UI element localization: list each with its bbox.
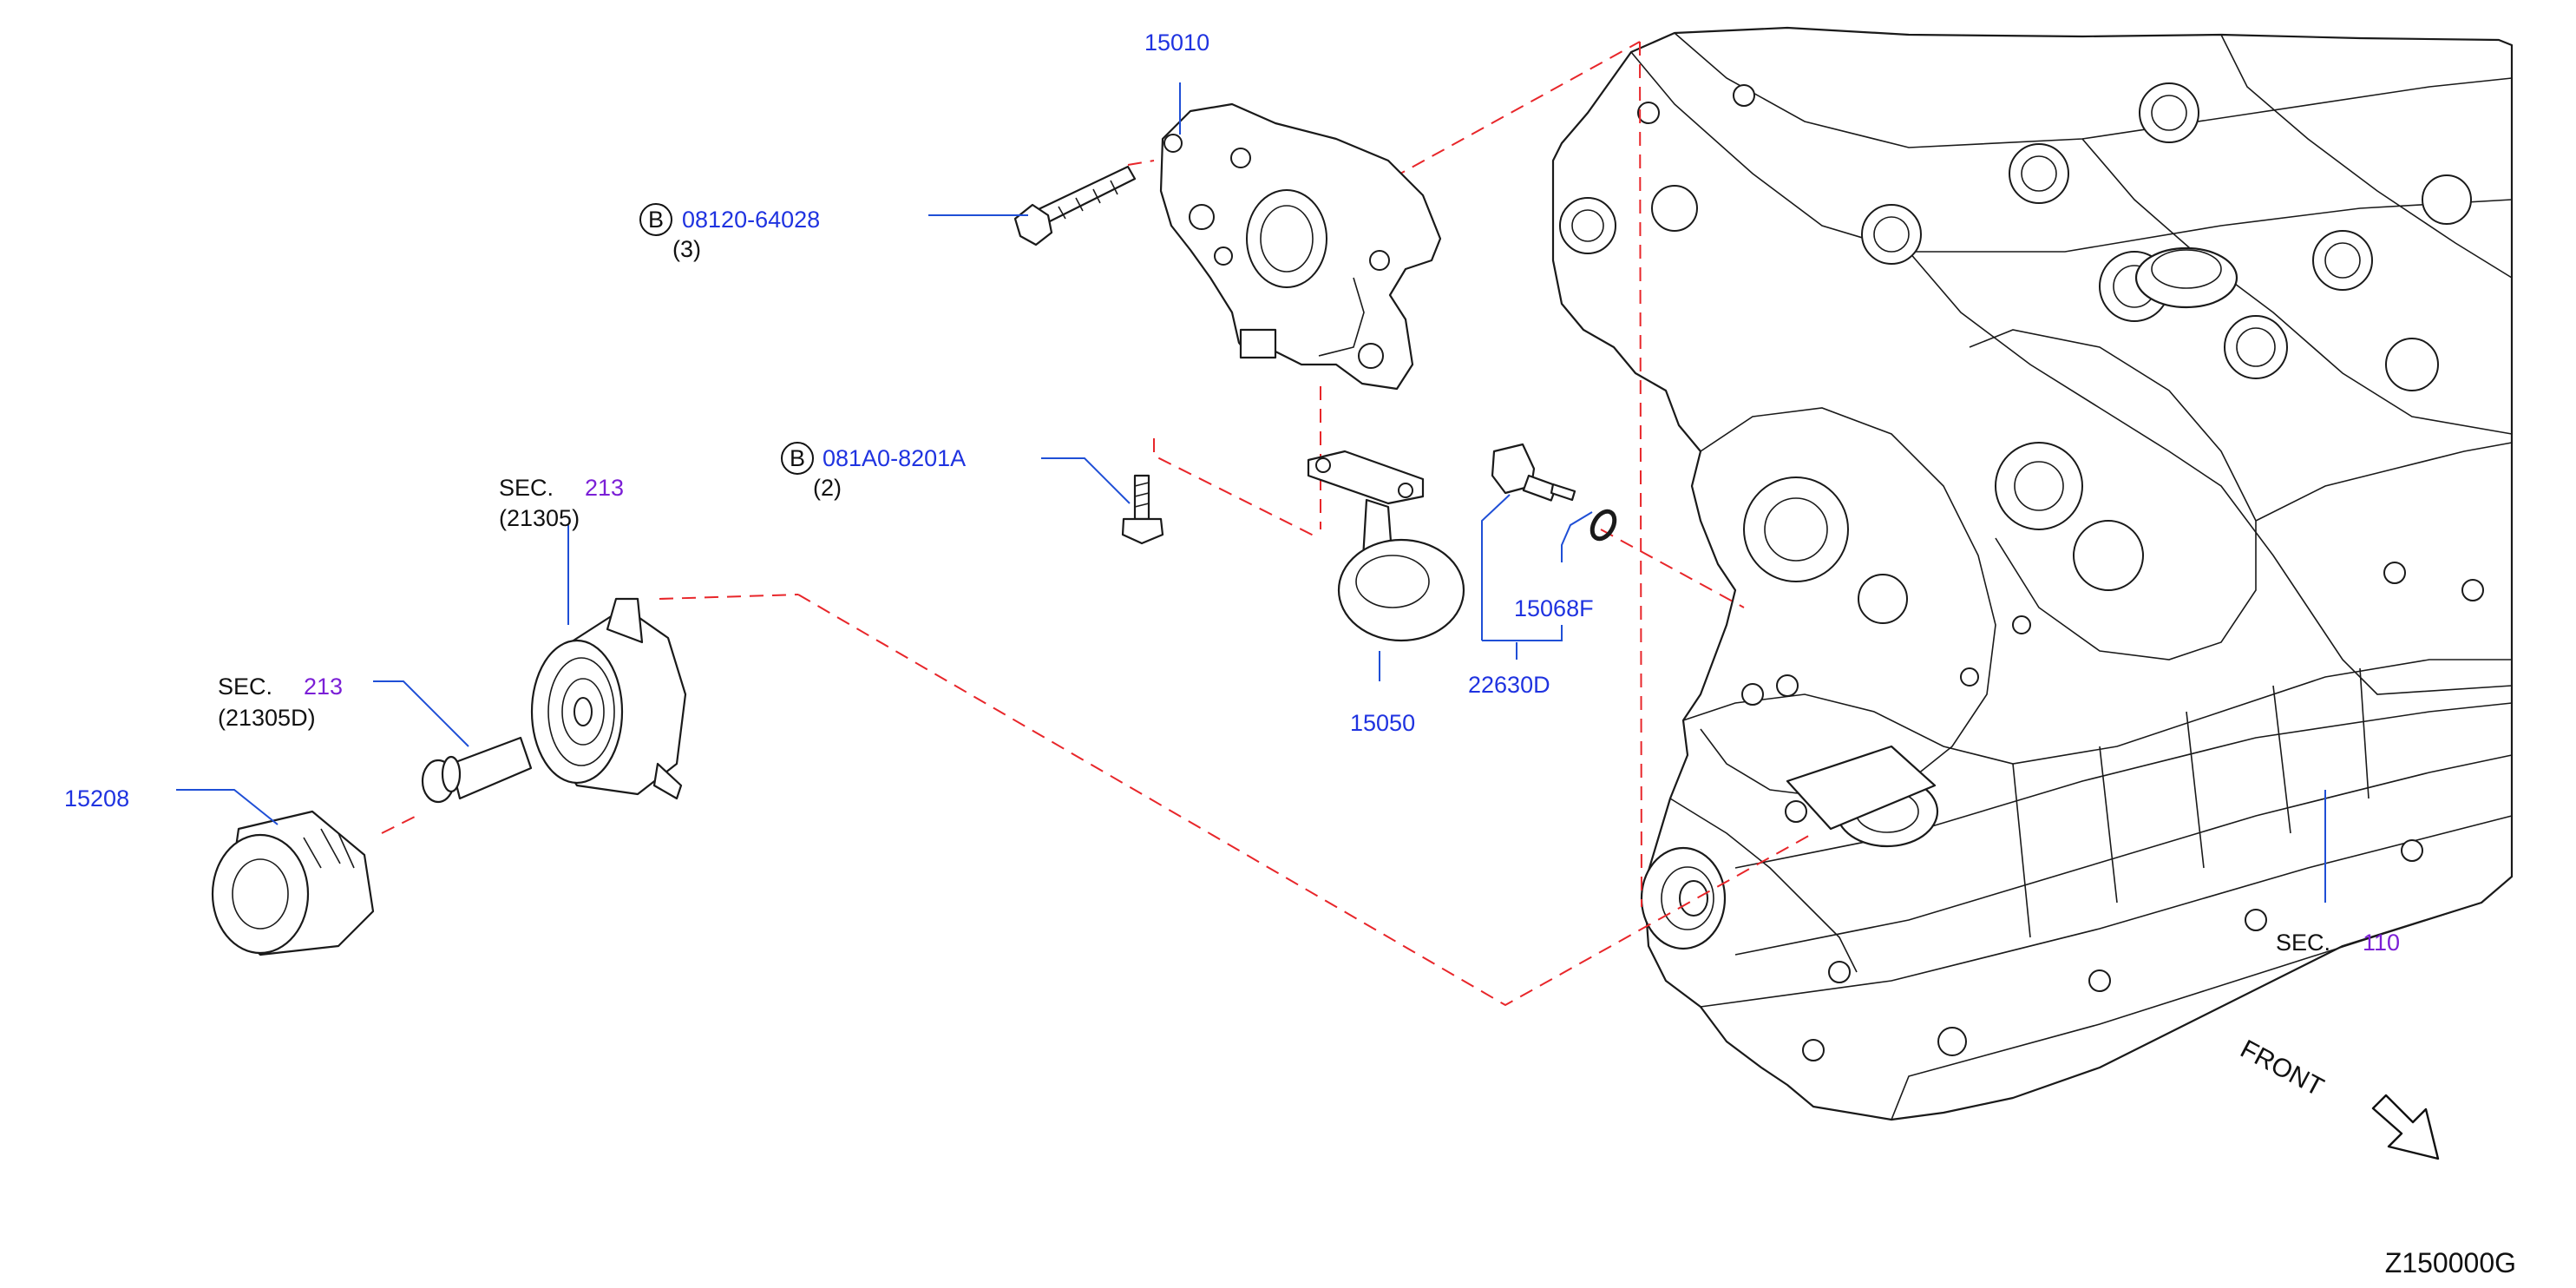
pump-bolt-part-number[interactable]: 08120-64028: [682, 207, 820, 233]
cooler-connector: [421, 736, 533, 804]
oil-strainer-part-number[interactable]: 15050: [1350, 710, 1415, 736]
sec-label: SEC.: [499, 475, 554, 501]
front-label: FRONT: [2236, 1035, 2329, 1102]
o-ring-part-number[interactable]: 15068F: [1514, 595, 1594, 621]
oil-filter: [211, 810, 375, 956]
connector-ref: (21305D): [218, 705, 316, 731]
connector-callout: SEC. 213 (21305D): [218, 674, 343, 731]
oil-pump-part-number[interactable]: 15010: [1144, 30, 1209, 56]
strainer-bolt-callout: B 081A0-8201A (2): [781, 442, 966, 501]
strainer-bolt: [1121, 474, 1164, 545]
strainer-bolt-part-number[interactable]: 081A0-8201A: [823, 445, 966, 471]
engine-block-callout: SEC. 110: [2276, 930, 2400, 956]
sec-link-110[interactable]: 110: [2363, 930, 2400, 956]
figure-id: Z150000G: [2385, 1247, 2516, 1278]
oil-cooler-callout: SEC. 213 (21305): [499, 475, 624, 531]
sec-label: SEC.: [2276, 930, 2330, 956]
bolt-marker-letter: B: [648, 207, 664, 233]
o-ring: [1590, 509, 1617, 542]
sec-link-213[interactable]: 213: [585, 475, 624, 501]
pump-bolt-quantity: (3): [672, 236, 701, 262]
oil-pressure-switch: [1491, 443, 1576, 502]
strainer-bolt-quantity: (2): [813, 475, 842, 501]
pump-bolt-callout: B 08120-64028 (3): [639, 203, 820, 262]
engine-block-illustration: [1551, 26, 2514, 1121]
outlined-arrow-down-right-icon: [2371, 1094, 2440, 1160]
leader-lines: [176, 82, 2326, 903]
oil-strainer: [1307, 450, 1465, 642]
sec-label: SEC.: [218, 674, 272, 700]
bolt-marker-letter: B: [790, 445, 805, 471]
sec-link-213[interactable]: 213: [304, 674, 343, 700]
front-indicator: FRONT: [2236, 1035, 2440, 1160]
bolt-marker-circle: [639, 203, 672, 236]
pressure-switch-part-number[interactable]: 22630D: [1468, 672, 1550, 698]
oil-pump: [1159, 102, 1442, 391]
oil-filter-part-number[interactable]: 15208: [64, 785, 129, 812]
pump-bolt: [1013, 165, 1137, 246]
bolt-marker-circle: [781, 442, 814, 475]
oil-cooler-ref: (21305): [499, 505, 580, 531]
oil-cooler: [530, 597, 687, 800]
